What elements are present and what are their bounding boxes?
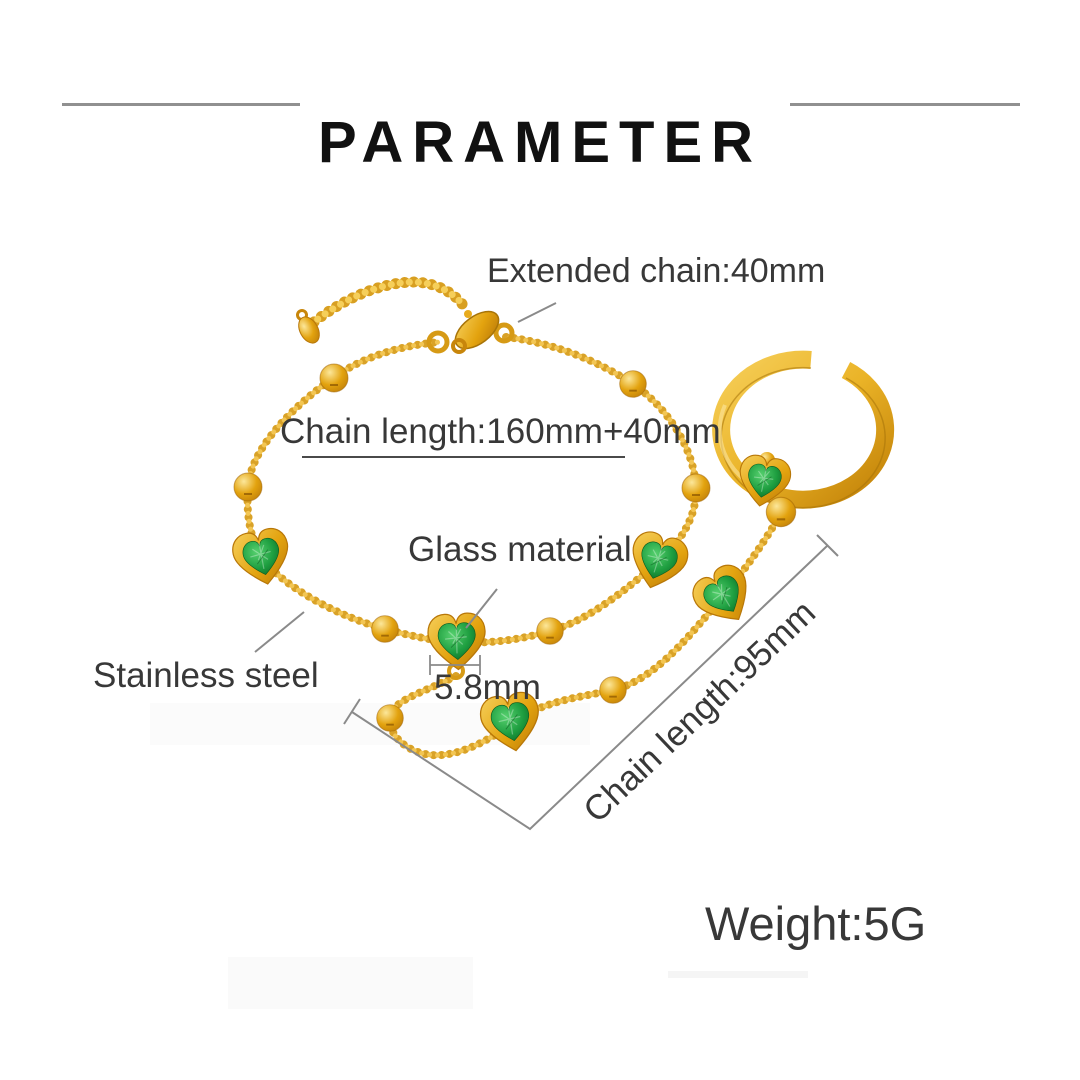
gold-bead <box>370 614 400 644</box>
extension-chain <box>308 276 469 328</box>
heart-width-label: 5.8mm <box>434 668 541 707</box>
gold-bead <box>681 473 711 503</box>
gold-bead <box>535 616 565 646</box>
page-title: PARAMETER <box>317 109 763 175</box>
width-bracket <box>429 655 481 675</box>
chain-length-underline <box>302 456 625 458</box>
chain-length-label: Chain length:160mm+40mm <box>280 412 721 451</box>
weight-label: Weight:5G <box>705 897 927 950</box>
gold-bead <box>319 363 349 393</box>
gold-bead <box>598 675 628 705</box>
leader-stainless-steel <box>254 611 305 653</box>
header-rule-left <box>62 103 300 106</box>
leader-glass-material <box>465 588 498 629</box>
gold-bead <box>375 703 405 733</box>
dimension-line-95mm <box>343 534 839 831</box>
lobster-clasp <box>426 310 515 354</box>
background-smudges <box>668 971 808 978</box>
leader-extended-chain <box>517 302 557 323</box>
gold-bead <box>233 472 263 502</box>
teardrop-charm <box>296 309 320 344</box>
stainless-steel-label: Stainless steel <box>93 656 319 695</box>
heart-gem-2 <box>426 611 488 672</box>
gold-bead <box>618 369 648 399</box>
header-rule-right <box>790 103 1020 106</box>
extended-chain-label: Extended chain:40mm <box>487 252 826 290</box>
glass-material-label: Glass material <box>408 530 632 569</box>
gold-bead <box>765 496 797 528</box>
